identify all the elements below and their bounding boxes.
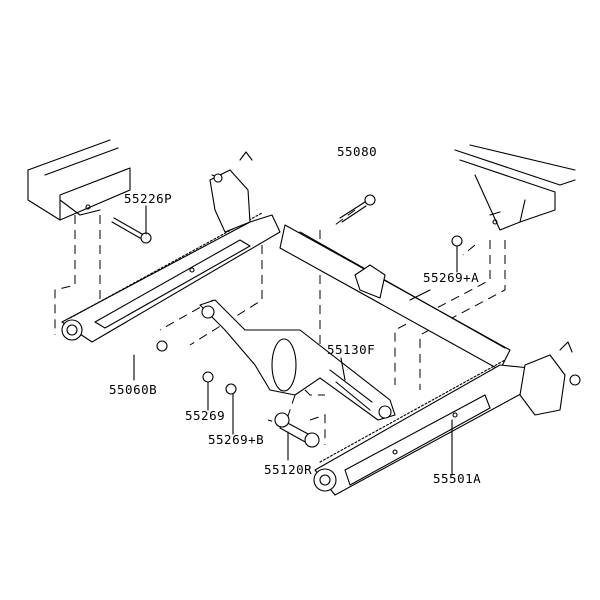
right-trailing-arm-55501A bbox=[313, 359, 531, 496]
nut-55269 bbox=[202, 371, 214, 383]
link-55120R bbox=[274, 412, 320, 448]
label-55269: 55269 bbox=[185, 408, 225, 423]
left-knuckle bbox=[209, 151, 253, 233]
nut-55060B bbox=[156, 340, 168, 352]
left-body-rail bbox=[27, 139, 131, 221]
label-55060B: 55060B bbox=[109, 382, 157, 397]
nut-55269-A bbox=[451, 235, 463, 247]
label-55501A: 55501A bbox=[433, 471, 481, 486]
left-trailing-arm bbox=[61, 212, 281, 343]
leader-lines bbox=[133, 205, 458, 476]
label-55269-B: 55269+B bbox=[208, 432, 264, 447]
right-knuckle bbox=[519, 341, 581, 416]
bolt-upper bbox=[339, 201, 367, 223]
diff-mount-member-55130F bbox=[199, 299, 396, 421]
label-55130F: 55130F bbox=[327, 342, 375, 357]
label-55080: 55080 bbox=[337, 144, 377, 159]
nut-55269-B bbox=[225, 383, 237, 395]
bolt-55226P bbox=[111, 217, 143, 239]
label-55226P: 55226P bbox=[124, 191, 172, 206]
label-55269-A: 55269+A bbox=[423, 270, 479, 285]
label-55120R: 55120R bbox=[264, 462, 312, 477]
right-body-rail bbox=[454, 144, 576, 231]
